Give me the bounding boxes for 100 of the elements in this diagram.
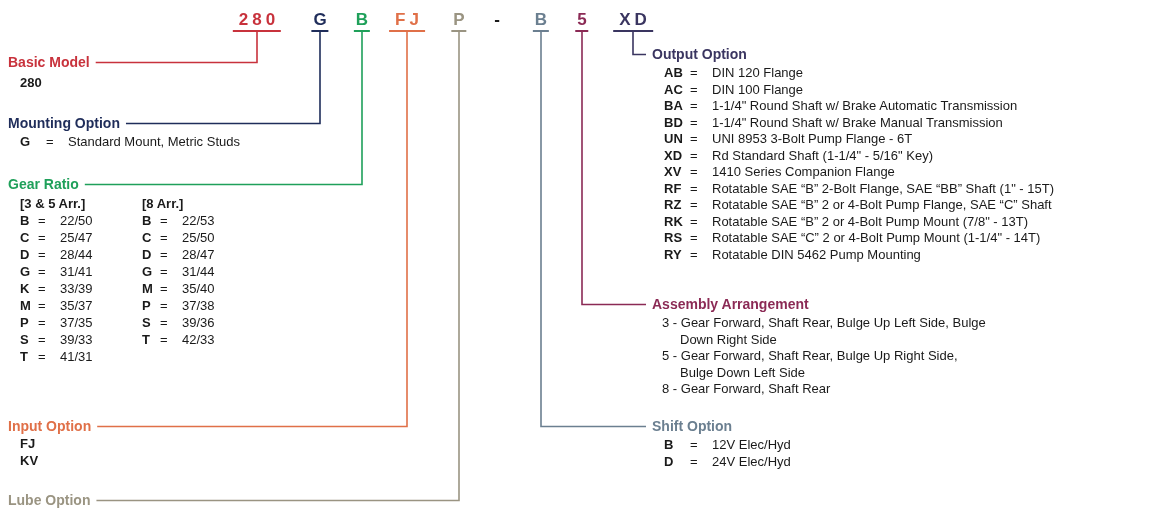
option-heading: Output Option bbox=[652, 46, 747, 63]
option-heading: Mounting Option bbox=[8, 115, 120, 132]
option-description: UNI 8953 3-Bolt Pump Flange - 6T bbox=[712, 131, 913, 148]
option-code: M bbox=[142, 280, 153, 297]
arrangement-description: 8 - Gear Forward, Shaft Rear bbox=[662, 381, 832, 398]
option-description: 25/50 bbox=[182, 229, 215, 246]
equals-sign: = bbox=[690, 230, 698, 247]
equals-sign: = bbox=[690, 81, 698, 98]
arrangement-description: 3 - Gear Forward, Shaft Rear, Bulge Up Left Side, Bulge Down Right Side bbox=[662, 315, 987, 348]
option-description: 37/35 bbox=[60, 314, 93, 331]
option-description: DIN 120 Flange bbox=[712, 65, 804, 82]
option-code: UN bbox=[664, 131, 683, 148]
equals-sign: = bbox=[690, 164, 698, 181]
option-code: RZ bbox=[664, 197, 682, 214]
option-description: 24V Elec/Hyd bbox=[712, 453, 791, 470]
column-header: [3 & 5 Arr.] bbox=[20, 195, 86, 212]
equals-sign: = bbox=[690, 197, 698, 214]
leader-line bbox=[632, 31, 647, 56]
option-description: 1-1/4" Round Shaft w/ Brake Manual Transmission bbox=[712, 114, 1003, 131]
option-description: 41/31 bbox=[60, 348, 93, 365]
option-code: G bbox=[142, 263, 153, 280]
equals-sign: = bbox=[38, 263, 46, 280]
option-code: B bbox=[142, 212, 152, 229]
option-description: Standard Mount, Metric Studs bbox=[68, 134, 240, 151]
code-segment: XD bbox=[613, 10, 653, 32]
code-segment: G bbox=[311, 10, 329, 32]
equals-sign: = bbox=[690, 98, 698, 115]
option-code: B bbox=[664, 437, 674, 454]
option-code: AB bbox=[664, 65, 683, 82]
leader-line bbox=[96, 31, 408, 428]
option-heading: Lube Option bbox=[8, 492, 91, 509]
option-code: G bbox=[20, 263, 31, 280]
option-description: Rotatable SAE “B” 2-Bolt Flange, SAE “BB” Shaft (1" - 15T) bbox=[712, 180, 1055, 197]
option-description: 37/38 bbox=[182, 297, 215, 314]
option-description: Rotatable SAE “B” 2 or 4-Bolt Pump Flange, SAE “C” Shaft bbox=[712, 197, 1052, 214]
option-description: 22/53 bbox=[182, 212, 215, 229]
option-description: Rotatable SAE “C” 2 or 4-Bolt Pump Mount (1-1/4" - 14T) bbox=[712, 230, 1041, 247]
option-code: D bbox=[20, 246, 30, 263]
option-description: 35/37 bbox=[60, 297, 93, 314]
option-description: DIN 100 Flange bbox=[712, 81, 804, 98]
option-description: 28/44 bbox=[60, 246, 93, 263]
equals-sign: = bbox=[160, 297, 168, 314]
option-code: BA bbox=[664, 98, 683, 115]
equals-sign: = bbox=[46, 134, 54, 151]
option-heading: Assembly Arrangement bbox=[652, 296, 809, 313]
option-code: XV bbox=[664, 164, 682, 181]
option-description: Rotatable SAE “B” 2 or 4-Bolt Pump Mount (7/8" - 13T) bbox=[712, 213, 1029, 230]
option-description: 22/50 bbox=[60, 212, 93, 229]
option-code: P bbox=[20, 314, 29, 331]
option-code: K bbox=[20, 280, 30, 297]
equals-sign: = bbox=[38, 297, 46, 314]
option-description: 42/33 bbox=[182, 331, 215, 348]
option-description: 35/40 bbox=[182, 280, 215, 297]
option-code: FJ bbox=[20, 435, 36, 452]
equals-sign: = bbox=[38, 280, 46, 297]
equals-sign: = bbox=[690, 147, 698, 164]
option-code: RK bbox=[664, 213, 683, 230]
option-code: RF bbox=[664, 180, 682, 197]
option-description: 39/36 bbox=[182, 314, 215, 331]
equals-sign: = bbox=[160, 331, 168, 348]
separator-dash: - bbox=[494, 10, 500, 30]
option-code: C bbox=[20, 229, 30, 246]
equals-sign: = bbox=[160, 229, 168, 246]
option-description: 31/41 bbox=[60, 263, 93, 280]
code-segment: 5 bbox=[575, 10, 589, 32]
equals-sign: = bbox=[38, 314, 46, 331]
option-code: B bbox=[20, 212, 30, 229]
equals-sign: = bbox=[38, 212, 46, 229]
equals-sign: = bbox=[38, 229, 46, 246]
code-segment: P bbox=[451, 10, 467, 32]
equals-sign: = bbox=[690, 65, 698, 82]
option-code: T bbox=[20, 348, 28, 365]
option-description: 25/47 bbox=[60, 229, 93, 246]
equals-sign: = bbox=[690, 114, 698, 131]
equals-sign: = bbox=[38, 331, 46, 348]
code-segment: 280 bbox=[232, 10, 282, 32]
arrangement-description: 5 - Gear Forward, Shaft Rear, Bulge Up Right Side, Bulge Down Left Side bbox=[662, 348, 959, 381]
option-heading: Shift Option bbox=[652, 418, 733, 435]
option-code: C bbox=[142, 229, 152, 246]
code-segment: FJ bbox=[389, 10, 425, 32]
option-code: S bbox=[142, 314, 151, 331]
equals-sign: = bbox=[38, 246, 46, 263]
equals-sign: = bbox=[38, 348, 46, 365]
equals-sign: = bbox=[690, 437, 698, 454]
option-code: RS bbox=[664, 230, 683, 247]
option-description: 33/39 bbox=[60, 280, 93, 297]
equals-sign: = bbox=[690, 180, 698, 197]
option-description: 28/47 bbox=[182, 246, 215, 263]
option-code: D bbox=[142, 246, 152, 263]
leader-line bbox=[84, 31, 363, 186]
option-code: T bbox=[142, 331, 150, 348]
equals-sign: = bbox=[690, 246, 698, 263]
leader-line bbox=[581, 31, 647, 306]
option-code: AC bbox=[664, 81, 683, 98]
option-description: Rotatable DIN 5462 Pump Mounting bbox=[712, 246, 921, 263]
option-description: 12V Elec/Hyd bbox=[712, 437, 791, 454]
option-code: RY bbox=[664, 246, 682, 263]
option-heading: Gear Ratio bbox=[8, 176, 79, 193]
equals-sign: = bbox=[160, 246, 168, 263]
equals-sign: = bbox=[690, 213, 698, 230]
